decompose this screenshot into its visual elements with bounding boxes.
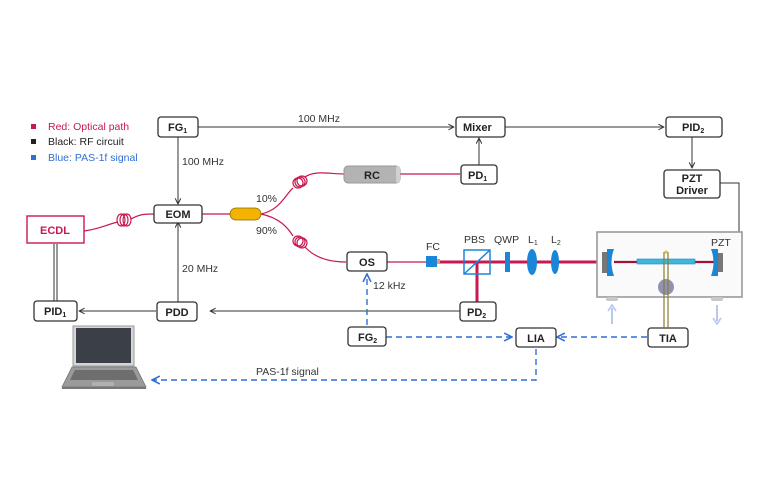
block-tia[interactable]: TIA — [647, 327, 689, 348]
qwp-plate — [505, 252, 510, 272]
text-label: Mixer — [463, 122, 492, 134]
block-eom[interactable]: EOM — [153, 204, 203, 224]
label-freq-fg2-os: 12 kHz — [373, 280, 406, 292]
label-fc: FC — [426, 241, 440, 253]
legend-rf: Black: RF circuit — [48, 136, 124, 148]
legend-swatch-signal — [31, 155, 36, 160]
pas-cell — [596, 231, 743, 328]
sig-line-lia-pc — [152, 349, 537, 380]
text-label: L — [551, 234, 557, 246]
text-label: TIA — [659, 333, 677, 345]
label-split-90: 90% — [256, 225, 277, 237]
text-label: OS — [359, 257, 375, 269]
block-fg2[interactable]: FG2 — [347, 326, 387, 347]
text-label: RC — [364, 170, 380, 182]
fiber-ecdl-coil — [83, 221, 119, 232]
text-label: PZT — [682, 173, 703, 185]
text-label: 2 — [557, 240, 561, 247]
block-pid1[interactable]: PID1 — [33, 300, 78, 322]
text-label: FG2 — [358, 332, 377, 345]
pbs-cube — [463, 249, 491, 275]
text-label: ECDL — [40, 225, 70, 237]
block-mixer[interactable]: Mixer — [455, 116, 506, 138]
fiber-coil-3 — [292, 235, 308, 249]
label-l1: L1 — [528, 234, 538, 247]
lens-l1 — [527, 249, 537, 275]
text-label: FG — [168, 122, 183, 134]
optical-path — [83, 172, 600, 302]
text-label: FG — [358, 332, 373, 344]
label-freq-fg1-mixer: 100 MHz — [298, 113, 340, 125]
legend-optical: Red: Optical path — [48, 121, 129, 133]
text-label: 1 — [62, 312, 66, 319]
fiber-branch-90 — [260, 213, 294, 237]
label-freq-pdd-eom: 20 MHz — [182, 263, 218, 275]
text-label: 1 — [534, 240, 538, 247]
text-label: PD2 — [467, 307, 486, 320]
quartz-tuning-fork — [658, 279, 674, 295]
fiber-coil-os — [304, 246, 347, 263]
text-label: PD1 — [468, 170, 487, 183]
resonator-tube — [636, 258, 696, 265]
label-pas-signal: PAS-1f signal — [256, 366, 319, 378]
text-label: EOM — [165, 209, 190, 221]
text-label: PID1 — [44, 306, 66, 319]
block-pdd[interactable]: PDD — [156, 301, 198, 322]
label-l2: L2 — [551, 234, 561, 247]
text-label: Driver — [676, 185, 709, 197]
fiber-coil-1 — [116, 213, 132, 227]
block-fg1[interactable]: FG1 — [157, 116, 199, 138]
coupler — [229, 207, 262, 221]
fiber-coil-rc — [304, 172, 345, 178]
cavity-mirror-left — [607, 249, 614, 276]
text-label: PID2 — [682, 122, 704, 135]
lens-l2 — [551, 250, 559, 274]
signal-path — [152, 274, 647, 380]
fiber-branch-10 — [260, 187, 294, 215]
text-label: FG1 — [168, 122, 187, 135]
legend-signal: Blue: PAS-1f signal — [48, 152, 138, 164]
label-pbs: PBS — [464, 234, 485, 246]
block-ecdl[interactable]: ECDL — [26, 215, 85, 244]
text-label: PD — [468, 170, 483, 182]
block-rc[interactable]: RC — [343, 165, 401, 184]
text-label: PID — [44, 306, 62, 318]
cavity-mirror-right — [711, 249, 718, 276]
text-label: 2 — [373, 338, 377, 345]
block-lia[interactable]: LIA — [515, 327, 557, 348]
legend: Red: Optical path Black: RF circuit Blue… — [31, 121, 138, 164]
fiber-collimator — [426, 256, 440, 267]
block-pzt-driver[interactable]: PZT Driver — [663, 169, 721, 199]
text-label: PD — [467, 307, 482, 319]
block-os[interactable]: OS — [346, 251, 388, 272]
block-pd2[interactable]: PD2 — [459, 301, 497, 322]
legend-swatch-rf — [31, 139, 36, 144]
laptop-icon — [61, 325, 147, 389]
text-label: 2 — [482, 313, 486, 320]
fiber-coil-2 — [292, 175, 308, 189]
label-freq-fg1-eom: 100 MHz — [182, 156, 224, 168]
fiber-coil-eom — [130, 213, 155, 220]
text-label: 1 — [483, 176, 487, 183]
rf-circuit — [53, 127, 740, 311]
block-pid2[interactable]: PID2 — [665, 116, 723, 138]
block-pd1[interactable]: PD1 — [460, 164, 498, 185]
text-label: PDD — [165, 307, 188, 319]
text-label: LIA — [527, 333, 545, 345]
pzt-actuator — [718, 253, 723, 272]
legend-swatch-optical — [31, 124, 36, 129]
label-pzt: PZT — [711, 237, 731, 249]
label-qwp: QWP — [494, 234, 519, 246]
text-label: PID — [682, 122, 700, 134]
text-label: 2 — [700, 128, 704, 135]
text-label: 1 — [183, 128, 187, 135]
label-split-10: 10% — [256, 193, 277, 205]
text-label: L — [528, 234, 534, 246]
